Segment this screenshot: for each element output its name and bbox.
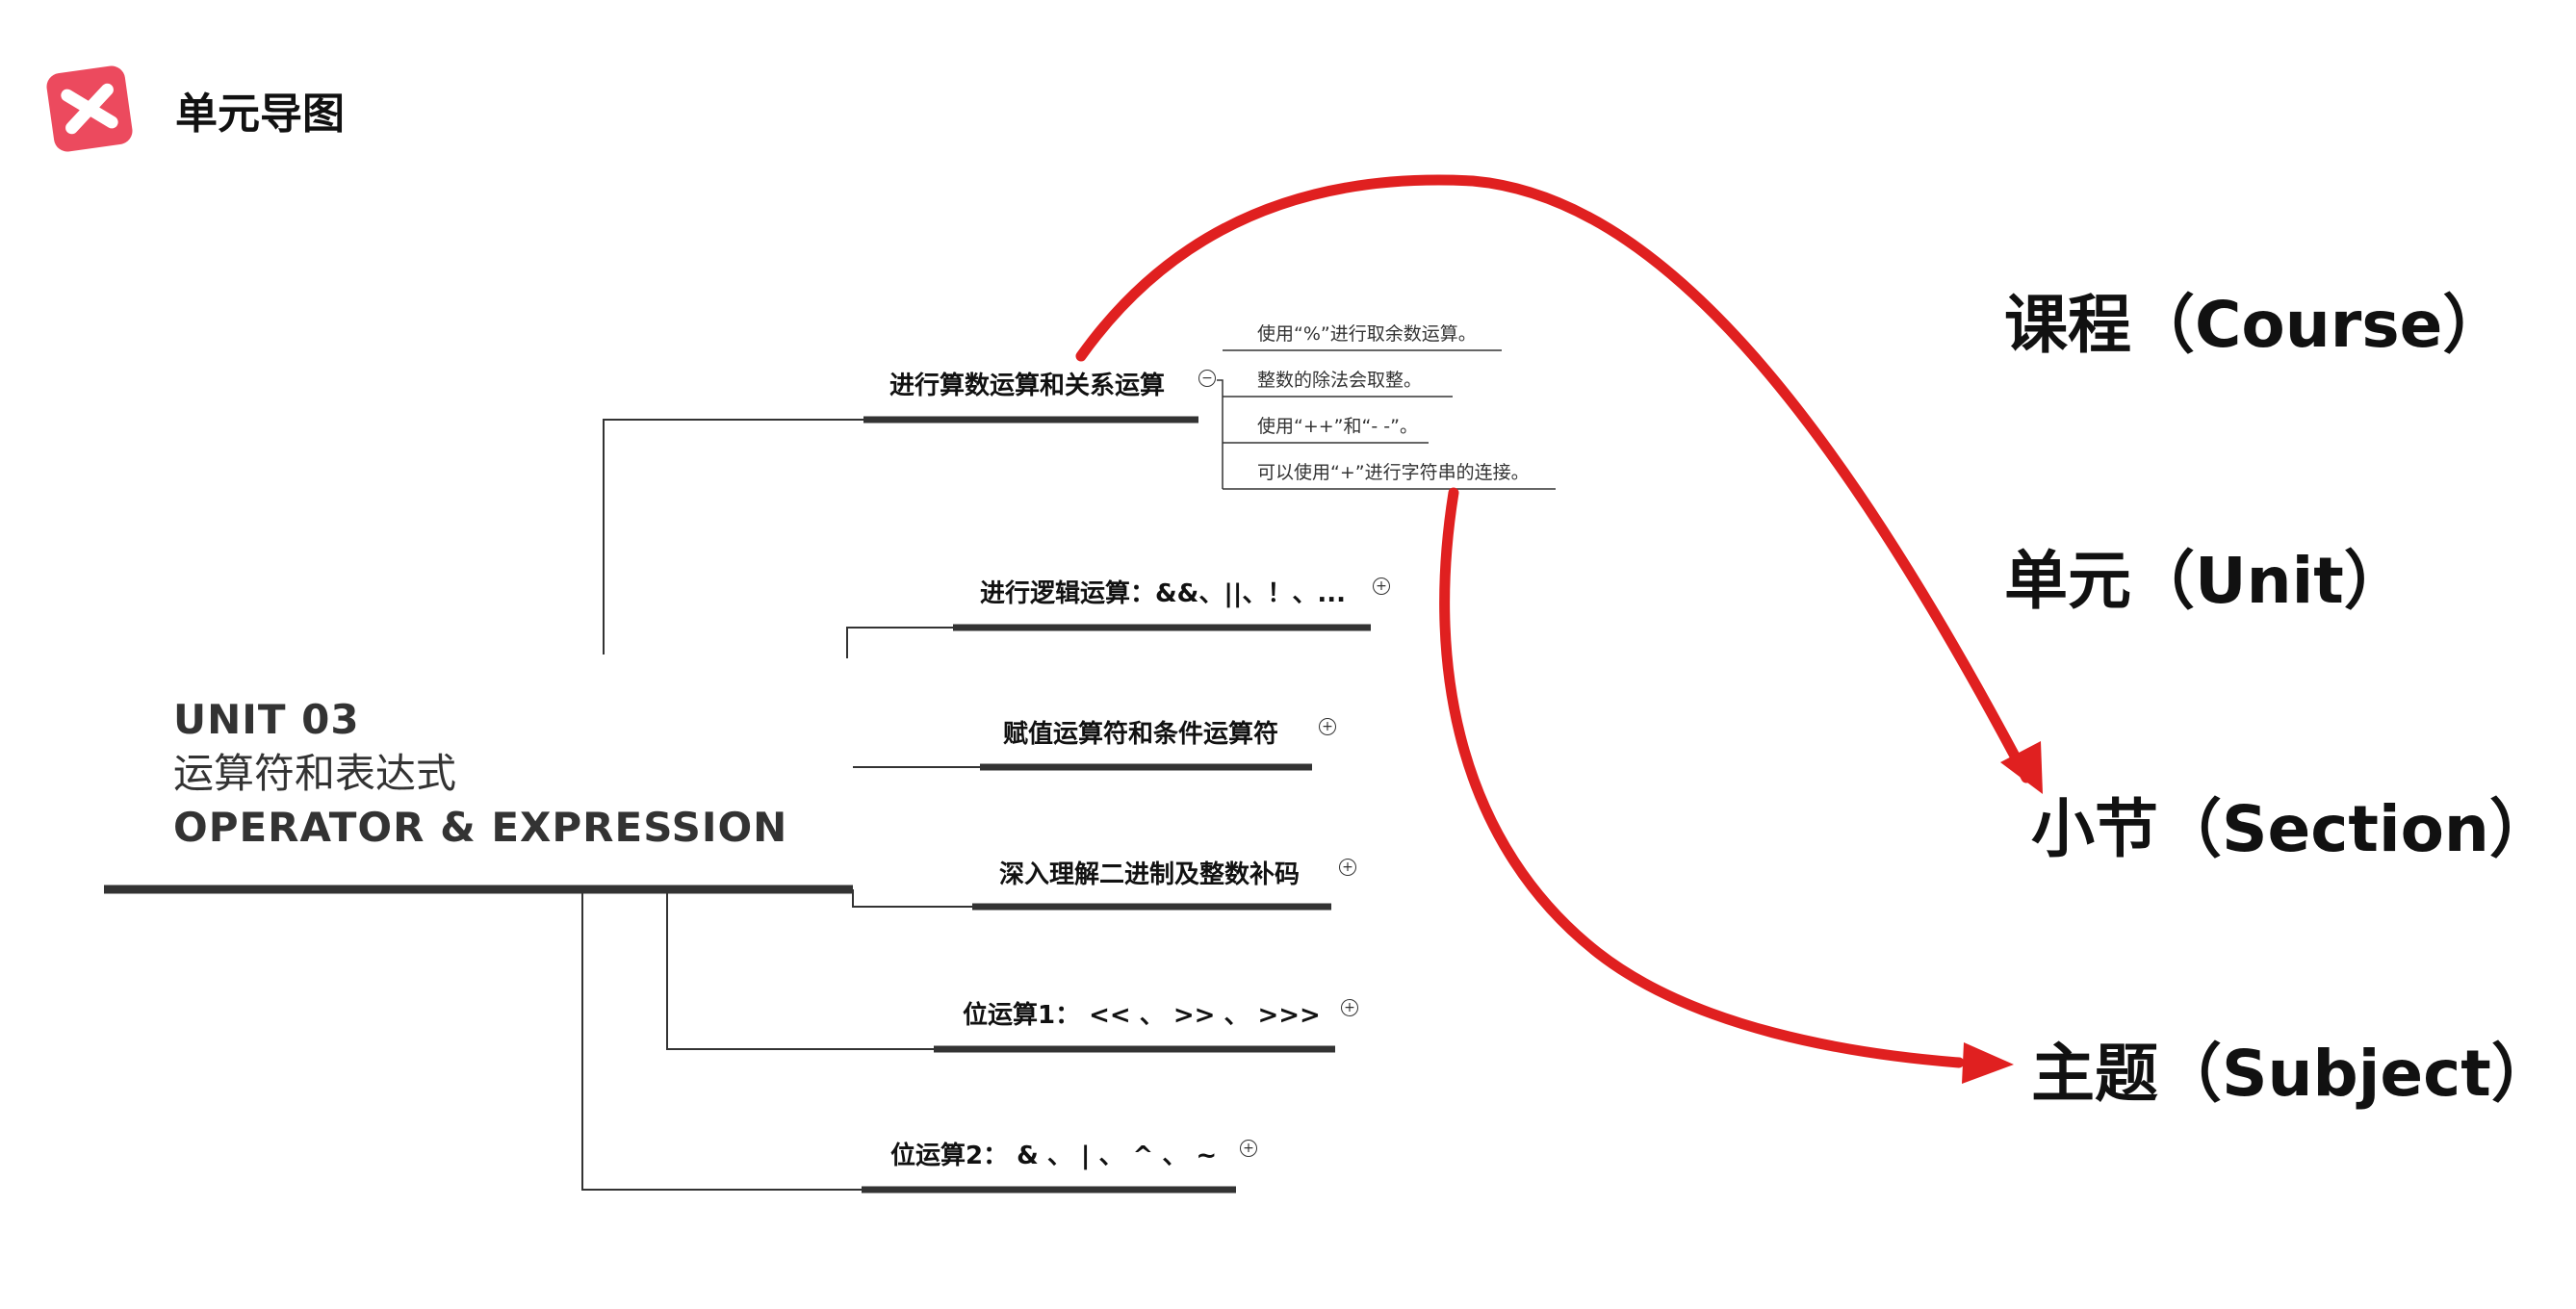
connector-topic-6 (581, 889, 862, 1191)
topic-4[interactable]: 深入理解二进制及整数补码 (999, 860, 1301, 889)
subtopic-2[interactable]: 整数的除法会取整。 (1257, 370, 1423, 391)
expand-toggle-icon[interactable]: + (1339, 859, 1356, 876)
topic-3[interactable]: 赋值运算符和条件运算符 (1003, 720, 1279, 749)
legend-course: 课程（Course） (2004, 288, 2507, 362)
connector-topic-2 (846, 627, 953, 658)
topic-2[interactable]: 进行逻辑运算：&&、||、！、... (980, 579, 1346, 608)
connector-topic-4 (852, 889, 972, 908)
connector-topic-1 (603, 419, 863, 654)
root-unit-number: UNIT 03 (173, 696, 360, 743)
arrowhead-subject (1962, 1042, 2014, 1084)
arrow-to-subject (1439, 487, 1965, 1068)
root-topic[interactable]: UNIT 03 运算符和表达式 OPERATOR & EXPRESSION (173, 693, 787, 855)
subtopic-connector (1217, 379, 1224, 489)
collapse-toggle-icon[interactable]: − (1198, 370, 1216, 387)
topic-5[interactable]: 位运算1： << 、 >> 、 >>> (963, 1001, 1321, 1030)
legend-unit: 单元（Unit） (2004, 544, 2408, 618)
x-mark-icon (61, 83, 118, 135)
connector-topic-5 (666, 889, 934, 1050)
arrow-to-section (1075, 174, 2032, 783)
legend-section: 小节（Section） (2031, 792, 2553, 866)
subtopic-1[interactable]: 使用“%”进行取余数运算。 (1257, 323, 1477, 345)
xmind-logo-icon (44, 64, 135, 154)
expand-toggle-icon[interactable]: + (1319, 718, 1336, 735)
topic-1[interactable]: 进行算数运算和关系运算 (889, 372, 1166, 400)
expand-toggle-icon[interactable]: + (1373, 578, 1390, 595)
root-english-title: OPERATOR & EXPRESSION (173, 804, 788, 851)
subtopic-4[interactable]: 可以使用“+”进行字符串的连接。 (1257, 462, 1530, 483)
root-chinese-title: 运算符和表达式 (173, 750, 457, 797)
expand-toggle-icon[interactable]: + (1240, 1140, 1257, 1157)
topic-6[interactable]: 位运算2： & 、 | 、 ^ 、 ~ (890, 1142, 1218, 1170)
app-title: 单元导图 (175, 90, 345, 139)
expand-toggle-icon[interactable]: + (1341, 999, 1358, 1016)
subtopic-3[interactable]: 使用“++”和“- -”。 (1257, 416, 1418, 437)
arrowhead-section (2000, 741, 2043, 794)
legend-subject: 主题（Subject） (2031, 1037, 2555, 1111)
